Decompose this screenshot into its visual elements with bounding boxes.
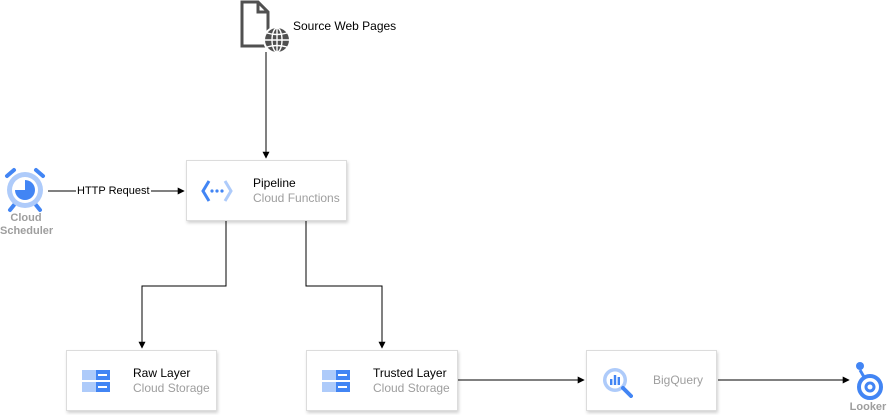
http-request-edge-label: HTTP Request	[76, 185, 151, 197]
bigquery-icon	[603, 368, 633, 398]
bigquery-title: BigQuery	[653, 373, 704, 387]
cloud-scheduler-clock-icon	[5, 168, 45, 212]
raw-layer-subtitle: Cloud Storage	[133, 381, 210, 395]
source-web-pages-label: Source Web Pages	[293, 19, 397, 33]
cloud-functions-icon	[201, 180, 233, 202]
raw-layer-title: Raw Layer	[133, 366, 191, 380]
cloud-storage-icon	[322, 370, 350, 392]
cloud-storage-icon	[82, 370, 110, 392]
edge-pipeline-to-raw	[138, 221, 227, 349]
cloud-scheduler-label: Cloud Scheduler	[0, 212, 54, 237]
bigquery-node[interactable]: BigQuery	[586, 350, 717, 411]
trusted-layer-subtitle: Cloud Storage	[373, 381, 450, 395]
pipeline-subtitle: Cloud Functions	[253, 191, 340, 205]
looker-icon	[856, 362, 883, 400]
raw-layer-node[interactable]: Raw Layer Cloud Storage	[66, 350, 217, 411]
pipeline-title: Pipeline	[253, 176, 296, 190]
web-document-globe-icon	[240, 0, 291, 54]
trusted-layer-node[interactable]: Trusted Layer Cloud Storage	[306, 350, 458, 411]
pipeline-node[interactable]: Pipeline Cloud Functions	[186, 160, 347, 221]
edge-pipeline-to-trusted	[305, 221, 386, 349]
trusted-layer-title: Trusted Layer	[373, 366, 447, 380]
looker-label: Looker	[849, 401, 887, 413]
